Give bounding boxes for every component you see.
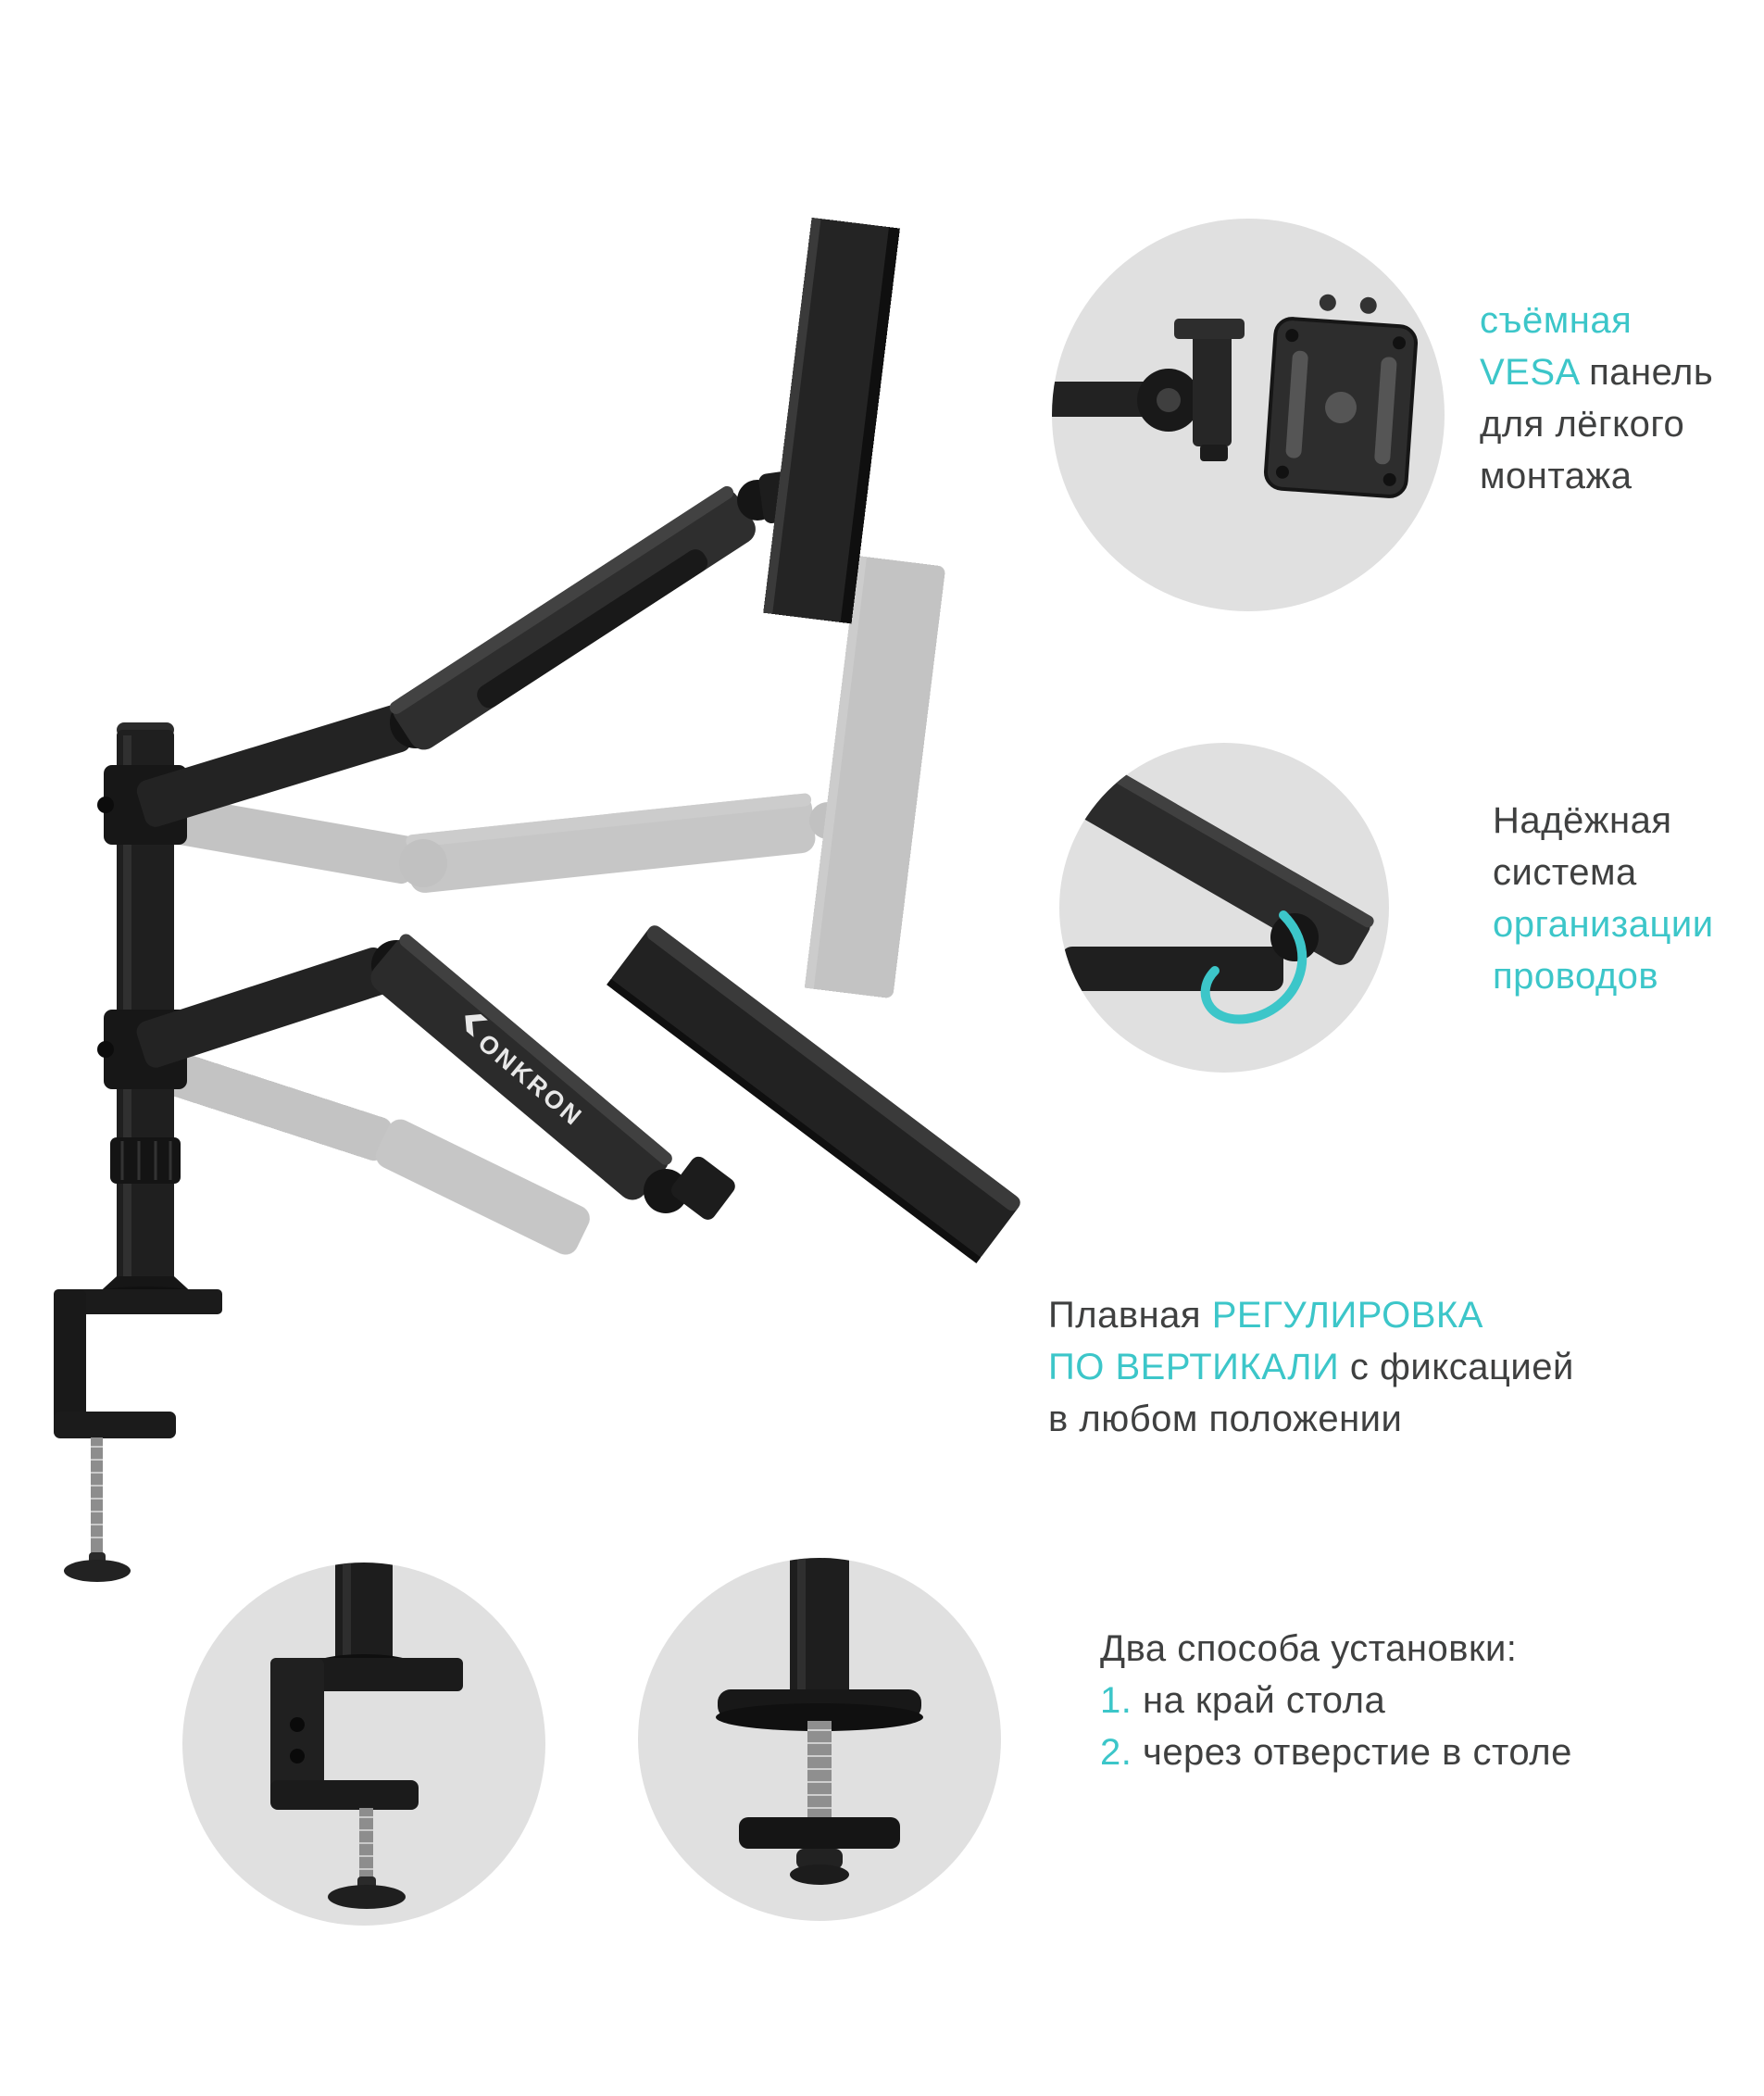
annotation-segment: панель: [1578, 352, 1714, 393]
cable-management-circle: [1059, 743, 1389, 1073]
annotation-line: VESA панель: [1480, 346, 1713, 398]
vertical-adjust-annotation-text: Плавная РЕГУЛИРОВКА ПО ВЕРТИКАЛИ с фикса…: [1048, 1289, 1574, 1445]
annotation-line: ПО ВЕРТИКАЛИ с фиксацией: [1048, 1341, 1574, 1393]
annotation-segment: проводов: [1493, 956, 1659, 997]
annotation-line: в любом положении: [1048, 1393, 1574, 1445]
vesa-plate: [1263, 294, 1419, 498]
lower-monitor-tilted: [607, 925, 1020, 1263]
annotation-segment: Два способа установки:: [1100, 1628, 1518, 1669]
annotation-line: система: [1493, 847, 1714, 898]
annotation-segment: для лёгкого: [1480, 404, 1685, 445]
install-methods-annotation-text: Два способа установки: 1. на край стола …: [1100, 1623, 1572, 1778]
annotation-segment: в любом положении: [1048, 1399, 1403, 1439]
annotation-segment: через отверстие в столе: [1132, 1732, 1572, 1773]
annotation-segment: РЕГУЛИРОВКА: [1211, 1295, 1483, 1336]
annotation-segment: организации: [1493, 904, 1714, 945]
annotation-segment: с фиксацией: [1339, 1347, 1574, 1387]
annotation-segment: Надёжная: [1493, 800, 1672, 841]
cable-teal: [1200, 910, 1307, 1024]
annotation-segment: VESA: [1480, 352, 1579, 393]
vesa-annotation-text: съёмная VESA панель для лёгкого монтажа: [1480, 295, 1713, 502]
vesa-detail-circle: [1052, 219, 1445, 611]
ghost-monitor: [804, 556, 945, 998]
desk-clamp-group: [54, 1289, 222, 1582]
annotation-segment: система: [1493, 852, 1637, 893]
upper-arm-group: [136, 465, 825, 827]
upper-monitor: [763, 217, 900, 624]
annotation-line: Два способа установки:: [1100, 1623, 1572, 1675]
cable-annotation-text: Надёжная система организации проводов: [1493, 795, 1714, 1002]
annotation-line: монтажа: [1480, 450, 1713, 502]
annotation-line: Плавная РЕГУЛИРОВКА: [1048, 1289, 1574, 1341]
annotation-line: 2. через отверстие в столе: [1100, 1726, 1572, 1778]
annotation-line: Надёжная: [1493, 795, 1714, 847]
annotation-segment: на край стола: [1132, 1680, 1386, 1721]
edge-clamp-circle: [182, 1563, 545, 1926]
annotation-line: съёмная: [1480, 295, 1713, 346]
annotation-line: проводов: [1493, 950, 1714, 1002]
ghost-arm-position: [137, 556, 945, 1255]
annotation-segment: съёмная: [1480, 300, 1633, 341]
annotation-segment: монтажа: [1480, 456, 1633, 496]
grommet-mount-circle: [638, 1558, 1001, 1921]
list-number: 1.: [1100, 1680, 1132, 1721]
annotation-line: организации: [1493, 898, 1714, 950]
annotation-line: 1. на край стола: [1100, 1675, 1572, 1726]
annotation-line: для лёгкого: [1480, 398, 1713, 450]
annotation-segment: ПО ВЕРТИКАЛИ: [1048, 1347, 1340, 1387]
list-number: 2.: [1100, 1732, 1132, 1773]
annotation-segment: Плавная: [1048, 1295, 1212, 1336]
